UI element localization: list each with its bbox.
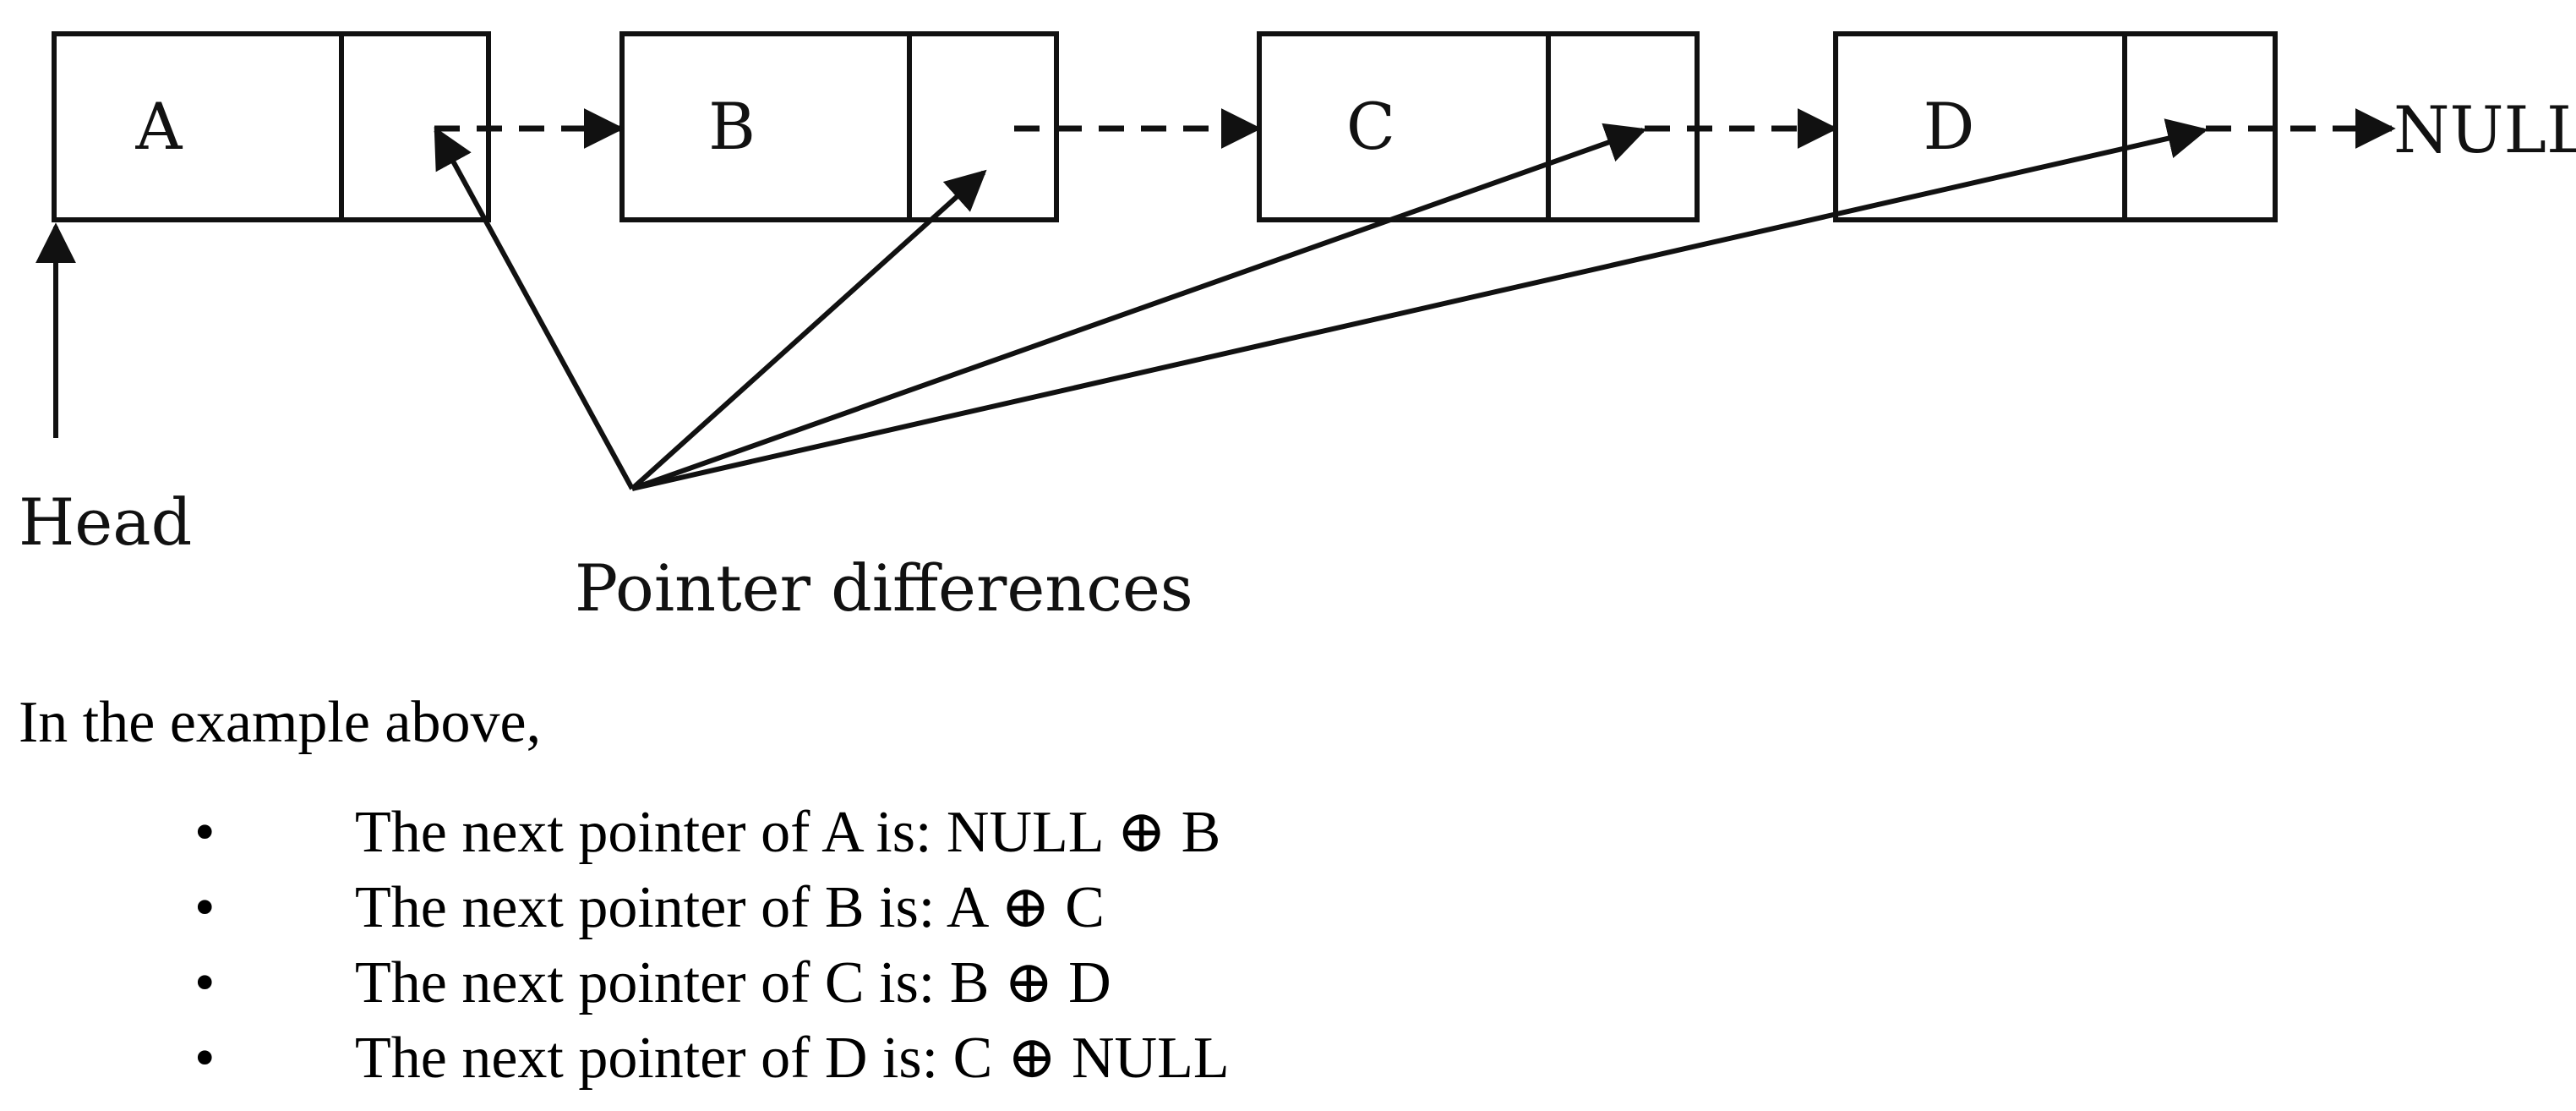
pointer-diff-arrow-b (630, 169, 987, 491)
node-c-label: C (1346, 89, 1395, 164)
pointer-difference-arrows (434, 118, 2208, 491)
list-item-text: The next pointer of D is: C ⊕ NULL (355, 1026, 1230, 1091)
node-c-data-cell (1257, 31, 1551, 222)
node-a-data-cell (52, 31, 344, 222)
list-item-text: The next pointer of C is: B ⊕ D (355, 950, 1111, 1015)
bullet-icon: • (194, 875, 216, 940)
node-c-pointer-cell (1546, 31, 1700, 222)
null-label: NULL (2393, 92, 2576, 167)
node-d-data-cell (1833, 31, 2127, 222)
node-c: C (1257, 31, 1700, 222)
bullet-icon: • (194, 1026, 216, 1091)
list-item-text: The next pointer of B is: A ⊕ C (355, 875, 1105, 940)
node-a: A (52, 31, 491, 222)
node-b-label: B (708, 89, 756, 164)
bullet-icon: • (194, 800, 216, 865)
pointer-diff-arrow-c (630, 123, 1647, 491)
head-label: Head (19, 484, 192, 560)
pointer-diff-arrow-d (631, 118, 2208, 491)
pointer-differences-label: Pointer differences (575, 550, 1193, 626)
node-d: D (1833, 31, 2278, 222)
node-b: B (619, 31, 1059, 222)
xor-linked-list-diagram: A B C D NULL Head Pointer differences (19, 31, 2576, 626)
list-item-text: The next pointer of A is: NULL ⊕ B (355, 800, 1221, 865)
node-a-label: A (135, 89, 183, 164)
bullet-icon: • (194, 950, 216, 1015)
node-b-data-cell (619, 31, 912, 222)
node-d-pointer-cell (2122, 31, 2278, 222)
node-a-pointer-cell (339, 31, 491, 222)
intro-text: In the example above, (19, 690, 542, 755)
pointer-diff-arrow-a (434, 126, 635, 490)
node-d-label: D (1924, 89, 1975, 164)
